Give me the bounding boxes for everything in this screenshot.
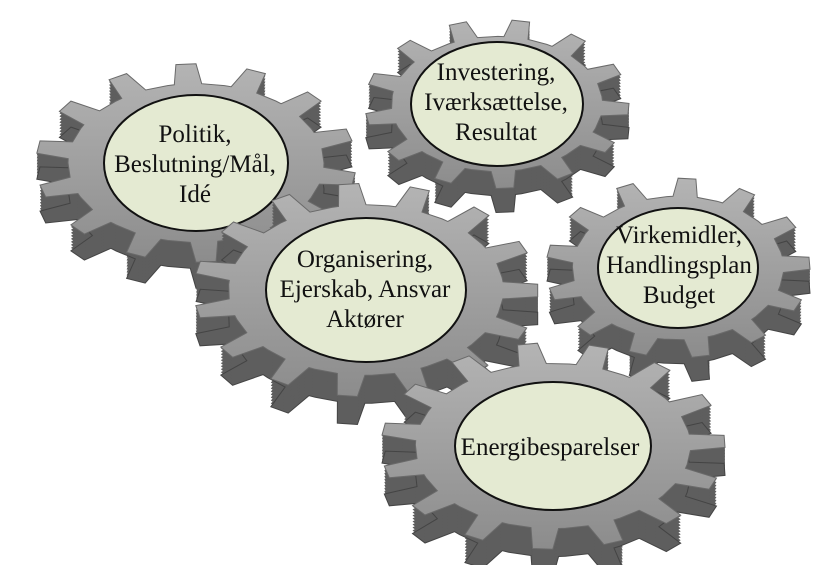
gear-politik-hub (103, 94, 289, 232)
gear-investering-hub (410, 41, 584, 167)
gear-energi-hub (454, 381, 652, 511)
gear-organisering (195, 182, 539, 426)
gear-virkemidler-hub (597, 207, 759, 329)
gear-energi (381, 342, 726, 570)
gear-organisering-hub (265, 217, 467, 363)
gear-virkemidler (546, 177, 811, 382)
gear-investering (365, 19, 630, 214)
